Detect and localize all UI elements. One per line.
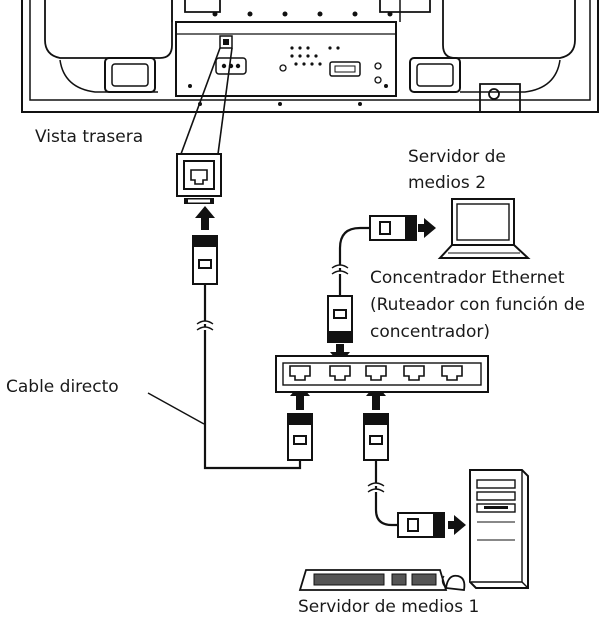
mouse-icon: [441, 574, 466, 591]
display-rear-panel: [21, 0, 599, 113]
plug-hub-upper: [327, 295, 353, 343]
arrow-right-server-2: [418, 218, 436, 238]
plug-server-2: [369, 215, 417, 241]
arrow-right-server-1: [448, 515, 466, 535]
label-hub-line1: Concentrador Ethernet: [370, 268, 565, 288]
port-callout-lines: [180, 47, 233, 155]
plug-hub-left: [287, 413, 313, 461]
cable-break-marks: [196, 264, 385, 493]
panel-feet: [184, 0, 521, 113]
cables: [203, 226, 400, 527]
arrow-down-hub: [330, 344, 350, 364]
plug-display: [192, 235, 218, 285]
desktop-tower-icon: [469, 469, 529, 589]
label-media-server-2-line1: Servidor de: [408, 147, 506, 167]
keyboard-icon: [298, 569, 448, 591]
laptop-icon: [437, 198, 531, 259]
label-hub-line2: (Ruteador con función de: [370, 295, 585, 315]
hub-ports: [289, 365, 463, 381]
enlarged-lan-port: [176, 153, 222, 204]
cable-label-leader: [147, 392, 205, 425]
label-straight-cable: Cable directo: [6, 377, 119, 397]
label-media-server-2-line2: medios 2: [408, 173, 486, 193]
plug-server-1: [397, 512, 445, 538]
label-hub-line3: concentrador): [370, 322, 490, 342]
plug-hub-right: [363, 413, 389, 461]
label-media-server-1: Servidor de medios 1: [298, 597, 479, 617]
label-rear-view: Vista trasera: [35, 127, 143, 147]
arrow-up-display: [195, 206, 215, 230]
